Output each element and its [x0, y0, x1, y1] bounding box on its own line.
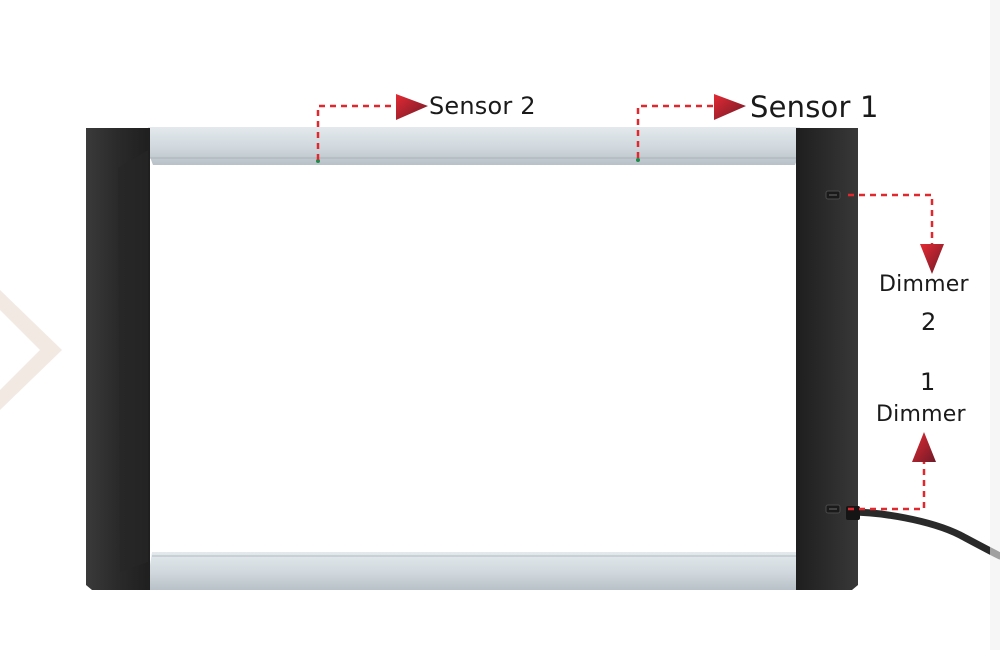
dimmer-2-number: 2 [921, 308, 937, 336]
dimmer-1-number: 1 [920, 368, 936, 396]
sensor-1-callout-arrow-icon [636, 94, 746, 158]
right-side-frame [796, 128, 858, 590]
dimmer-2-knob-icon[interactable] [825, 190, 841, 200]
dimmer-2-label: Dimmer [879, 272, 969, 297]
bottom-rail [150, 552, 800, 590]
power-cable [846, 508, 1000, 560]
dimmer-1-callout-arrow-icon [848, 432, 936, 511]
dimmer-1-knob-icon[interactable] [825, 504, 841, 514]
watermark-chevron [0, 290, 62, 410]
sensor-1-dot-icon [636, 158, 640, 162]
sensor-2-label: Sensor 2 [429, 92, 536, 120]
top-rail [148, 127, 800, 165]
sensor-1-label: Sensor 1 [750, 90, 879, 124]
dimmer-1-label: Dimmer [876, 402, 966, 427]
dimmer-2-callout-arrow-icon [848, 193, 944, 274]
panel-surface [150, 150, 800, 560]
sensor-2-callout-arrow-icon [316, 94, 428, 160]
